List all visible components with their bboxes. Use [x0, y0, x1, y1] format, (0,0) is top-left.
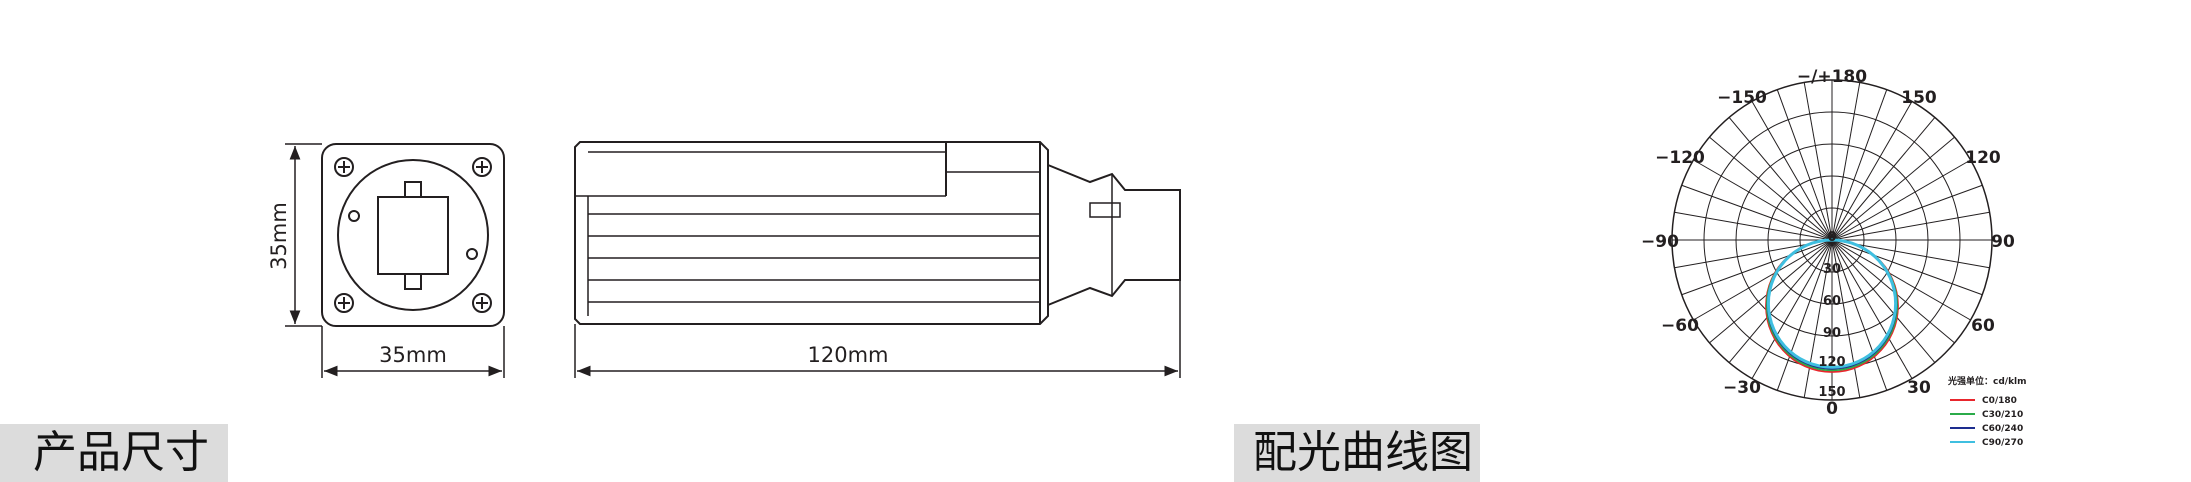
front-hole-right: [466, 248, 478, 260]
polar-spoke: [1831, 184, 1983, 241]
legend-item-c30: C30/210: [1982, 410, 2023, 420]
polar-spoke: [1831, 101, 1913, 241]
product-size-label-box: [0, 424, 228, 482]
polar-spoke: [1728, 239, 1833, 363]
front-pin-top: [404, 181, 422, 198]
light-curve-label: 配光曲线图: [1253, 427, 1473, 478]
polar-spoke: [1831, 117, 1936, 241]
polar-spoke: [1831, 82, 1861, 241]
polar-spoke: [1803, 82, 1833, 241]
polar-spoke: [1776, 89, 1833, 241]
radial-label: 60: [1823, 294, 1841, 309]
radial-label: 0: [1827, 230, 1836, 245]
radial-label: 90: [1823, 326, 1841, 341]
radial-label: 120: [1818, 355, 1845, 370]
polar-spoke: [1831, 239, 1861, 398]
polar-spoke: [1831, 239, 1936, 363]
angle-label-right-90: 90: [1991, 232, 2015, 252]
legend: 光强单位：cd/klm C0/180 C30/210 C60/240 C90/2…: [1947, 375, 2027, 448]
height-dimension: 35mm: [267, 202, 291, 270]
side-pin: [1089, 202, 1121, 218]
polar-spoke: [1728, 117, 1833, 241]
angle-label-left-30: −30: [1723, 378, 1761, 398]
polar-spoke: [1681, 184, 1833, 241]
polar-spoke: [1751, 239, 1833, 379]
polar-spoke: [1831, 239, 1888, 391]
legend-item-c90: C90/270: [1982, 438, 2023, 448]
legend-title: 光强单位：cd/klm: [1947, 375, 2027, 387]
polar-spoke: [1831, 89, 1888, 241]
length-dimension: 120mm: [808, 343, 889, 367]
radial-label: 30: [1823, 262, 1841, 277]
side-connector: [1047, 164, 1181, 306]
polar-spoke: [1709, 136, 1833, 241]
angle-label-right-60: 60: [1971, 316, 1995, 336]
legend-item-c0: C0/180: [1982, 396, 2017, 406]
light-curve-label-box: [1234, 424, 1480, 482]
front-dimension-lines: [285, 143, 505, 378]
angle-label-left-90: −90: [1641, 232, 1679, 252]
product-size-label: 产品尺寸: [33, 427, 209, 478]
side-body-outline: [574, 141, 1049, 325]
polar-curves: [1765, 238, 1899, 373]
angle-label-top: −/+180: [1797, 67, 1867, 87]
front-pin-bottom: [404, 273, 422, 290]
polar-grid: [1671, 79, 1993, 401]
screw-icon: [334, 293, 354, 313]
angle-label-right-150: 150: [1901, 88, 1937, 108]
front-hole-left: [348, 210, 360, 222]
legend-item-c60: C60/240: [1982, 424, 2023, 434]
side-view: [574, 141, 1181, 325]
angle-label-bottom: 0: [1826, 399, 1838, 419]
screw-icon: [472, 293, 492, 313]
polar-spoke: [1751, 101, 1833, 241]
screw-icon: [334, 157, 354, 177]
polar-spoke: [1831, 211, 1990, 241]
radial-label: 150: [1818, 385, 1845, 400]
polar-spoke: [1681, 239, 1833, 296]
polar-spoke: [1776, 239, 1833, 391]
front-body-outline: [321, 143, 505, 327]
angle-label-left-150: −150: [1717, 88, 1767, 108]
front-pin-block: [377, 196, 449, 275]
side-dimension-lines: [574, 280, 1181, 378]
polar-spoke: [1693, 239, 1833, 321]
front-view: [321, 143, 505, 327]
polar-spoke: [1831, 239, 1971, 321]
polar-spoke: [1831, 239, 1983, 296]
polar-spoke: [1693, 159, 1833, 241]
angle-label-right-30: 30: [1907, 378, 1931, 398]
screw-icon: [472, 157, 492, 177]
polar-spoke: [1674, 211, 1833, 241]
polar-spoke: [1831, 239, 1913, 379]
curve-c90-270: [1766, 238, 1898, 369]
polar-spoke: [1831, 159, 1971, 241]
polar-spoke: [1803, 239, 1833, 398]
width-dimension: 35mm: [379, 343, 447, 367]
front-circle: [337, 159, 489, 311]
polar-spoke: [1831, 136, 1955, 241]
angle-label-left-60: −60: [1661, 316, 1699, 336]
angle-label-right-120: 120: [1965, 148, 2001, 168]
angle-label-left-120: −120: [1655, 148, 1705, 168]
